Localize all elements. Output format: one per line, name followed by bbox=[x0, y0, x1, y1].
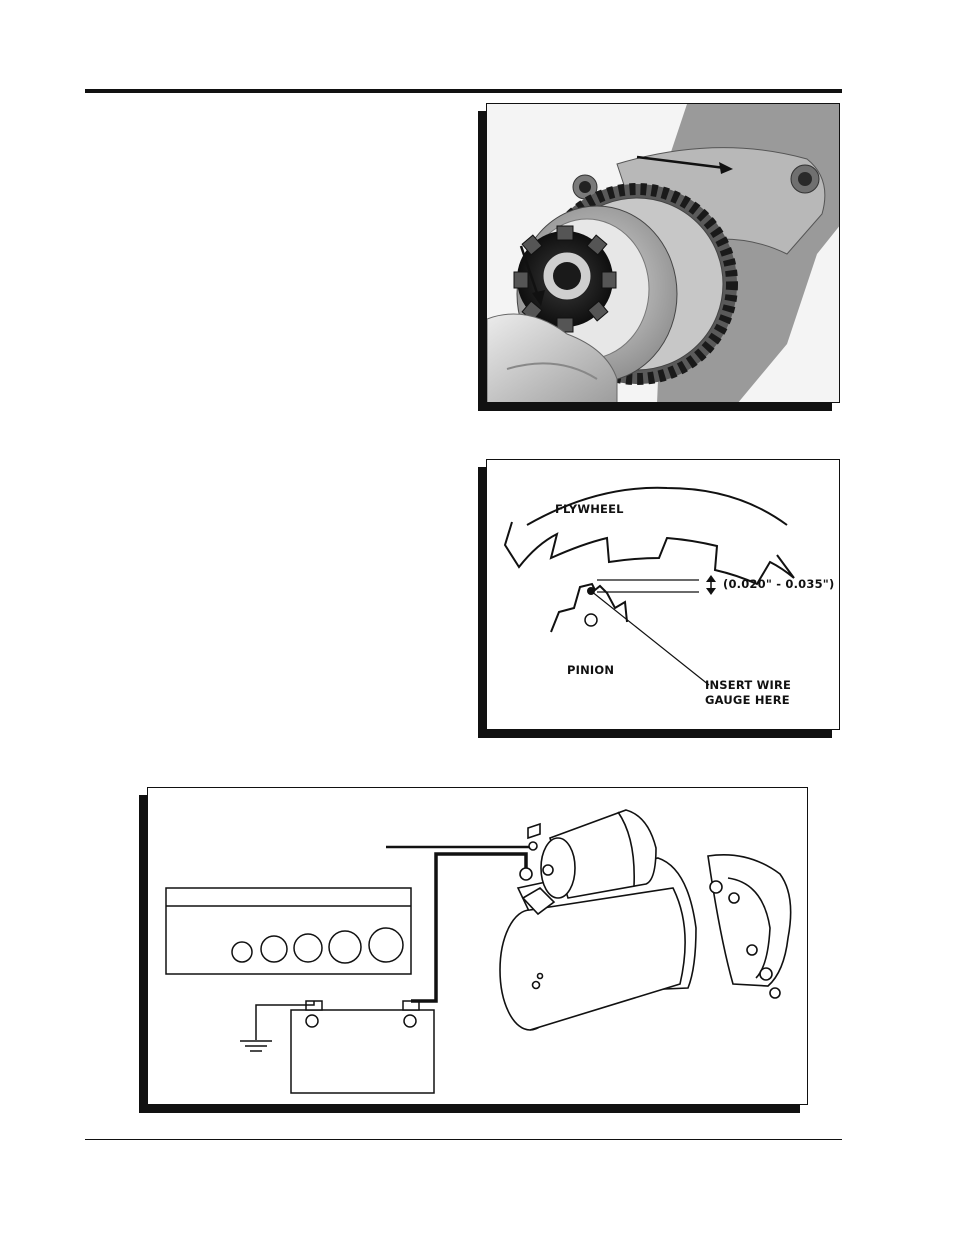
flywheel-teeth bbox=[505, 522, 794, 584]
clearance-range-label: (0.020" - 0.035") bbox=[723, 577, 834, 591]
battery bbox=[291, 1010, 434, 1093]
starter-pinion-photo-figure bbox=[478, 103, 840, 411]
starter-wiring-figure bbox=[139, 787, 808, 1113]
pinion-label: PINION bbox=[567, 663, 614, 677]
wiring-diagram bbox=[148, 788, 808, 1105]
photo-frame bbox=[486, 103, 840, 403]
starter-pinion-photo bbox=[487, 104, 840, 403]
footer-rule bbox=[85, 1139, 842, 1140]
header-rule bbox=[85, 89, 842, 93]
clearance-arrow-icon bbox=[706, 575, 716, 595]
ignition-panel bbox=[166, 888, 411, 974]
pinion-clearance-figure: FLYWHEEL (0.020" - 0.035") PINION INSERT… bbox=[478, 459, 840, 738]
pinion-center bbox=[585, 614, 597, 626]
insert-wire-label: INSERT WIRE bbox=[705, 678, 791, 692]
clearance-frame: FLYWHEEL (0.020" - 0.035") PINION INSERT… bbox=[486, 459, 840, 730]
starter-motor bbox=[500, 810, 791, 1030]
wiring-frame bbox=[147, 787, 808, 1105]
flywheel-label: FLYWHEEL bbox=[555, 502, 624, 516]
gauge-here-label: GAUGE HERE bbox=[705, 693, 790, 707]
